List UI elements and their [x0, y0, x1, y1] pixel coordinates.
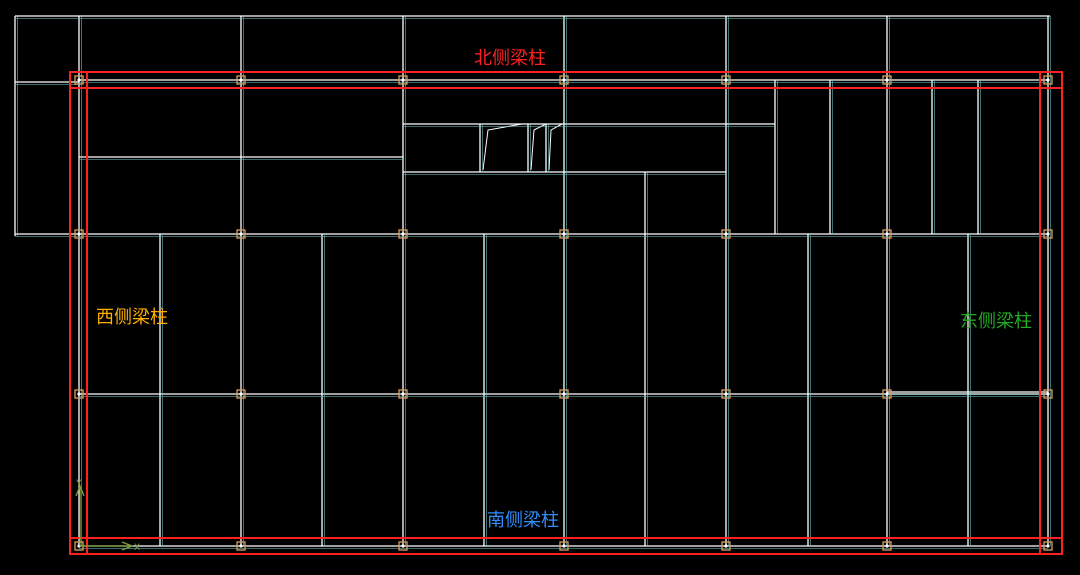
column-center — [239, 392, 243, 396]
column-center — [1046, 544, 1050, 548]
stair-stroke — [482, 123, 523, 171]
column-marker — [74, 75, 84, 85]
column-center — [724, 78, 728, 82]
column-center — [562, 78, 566, 82]
column-center — [1046, 232, 1050, 236]
south-beam-column-label: 南侧梁柱 — [487, 510, 559, 531]
column-center — [562, 544, 566, 548]
beam-lines — [14, 15, 1050, 547]
column-marker — [559, 75, 569, 85]
column-center — [885, 392, 889, 396]
column-center — [401, 392, 405, 396]
beam-offset-lines — [15, 16, 1051, 549]
column-center — [724, 392, 728, 396]
column-center — [401, 78, 405, 82]
column-center — [401, 232, 405, 236]
ucs-x-label: X — [134, 543, 140, 553]
column-center — [885, 78, 889, 82]
column-marker — [74, 389, 84, 399]
column-marker — [1043, 541, 1053, 551]
column-center — [1046, 78, 1050, 82]
column-marker — [74, 229, 84, 239]
column-marker — [721, 389, 731, 399]
north-beam-column-label: 北侧梁柱 — [474, 48, 546, 69]
column-markers — [74, 75, 1053, 551]
column-center — [562, 392, 566, 396]
column-marker — [882, 75, 892, 85]
column-center — [562, 232, 566, 236]
column-marker — [559, 541, 569, 551]
column-center — [724, 544, 728, 548]
column-marker — [1043, 389, 1053, 399]
column-marker — [559, 229, 569, 239]
column-center — [77, 392, 81, 396]
column-marker — [721, 541, 731, 551]
highlight-frames — [69, 71, 1063, 555]
column-marker — [721, 229, 731, 239]
column-marker — [236, 75, 246, 85]
column-center — [1046, 392, 1050, 396]
column-marker — [398, 541, 408, 551]
ucs-y-arrow — [75, 484, 85, 497]
column-marker — [398, 75, 408, 85]
column-marker — [882, 541, 892, 551]
column-center — [239, 232, 243, 236]
column-marker — [236, 389, 246, 399]
column-marker — [882, 389, 892, 399]
column-center — [885, 544, 889, 548]
column-marker — [1043, 75, 1053, 85]
column-marker — [236, 541, 246, 551]
stair-stroke — [530, 123, 547, 171]
column-marker — [398, 229, 408, 239]
column-center — [77, 232, 81, 236]
ucs-icon: XY — [75, 479, 140, 553]
column-marker — [721, 75, 731, 85]
ucs-y-label: Y — [75, 479, 82, 489]
column-marker — [1043, 229, 1053, 239]
stair-stroke — [548, 123, 563, 171]
east-frame — [1039, 71, 1063, 555]
column-center — [239, 544, 243, 548]
column-center — [239, 78, 243, 82]
ucs-x-arrow — [121, 541, 134, 551]
column-marker — [559, 389, 569, 399]
column-marker — [398, 389, 408, 399]
column-marker — [882, 229, 892, 239]
column-center — [885, 232, 889, 236]
column-center — [401, 544, 405, 548]
east-beam-column-label: 东侧梁柱 — [960, 311, 1032, 332]
west-beam-column-label: 西侧梁柱 — [96, 307, 168, 328]
column-center — [77, 78, 81, 82]
column-center — [724, 232, 728, 236]
column-marker — [236, 229, 246, 239]
west-frame — [69, 71, 88, 555]
